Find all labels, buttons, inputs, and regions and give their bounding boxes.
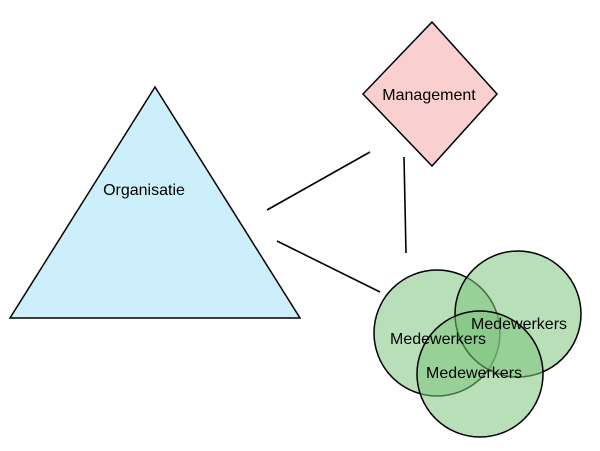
connector-management-employees <box>403 156 407 254</box>
organisation-label: Organisatie <box>103 182 185 199</box>
management-diamond-shape <box>361 20 499 168</box>
employees-group[interactable]: Medewerkers Medewerkers Medewerkers <box>373 250 582 438</box>
employee-label-3: Medewerkers <box>426 365 522 382</box>
management-label: Management <box>382 87 476 104</box>
employee-circle-3 <box>416 310 544 438</box>
management-node[interactable]: Management <box>361 20 499 168</box>
organisation-node[interactable]: Organisatie <box>8 85 302 319</box>
organisation-triangle-shape <box>8 85 302 319</box>
employee-label-1: Medewerkers <box>390 331 486 348</box>
connector-organisation-employees <box>276 240 381 293</box>
connector-organisation-management <box>266 151 371 211</box>
employee-label-2: Medewerkers <box>471 316 567 333</box>
